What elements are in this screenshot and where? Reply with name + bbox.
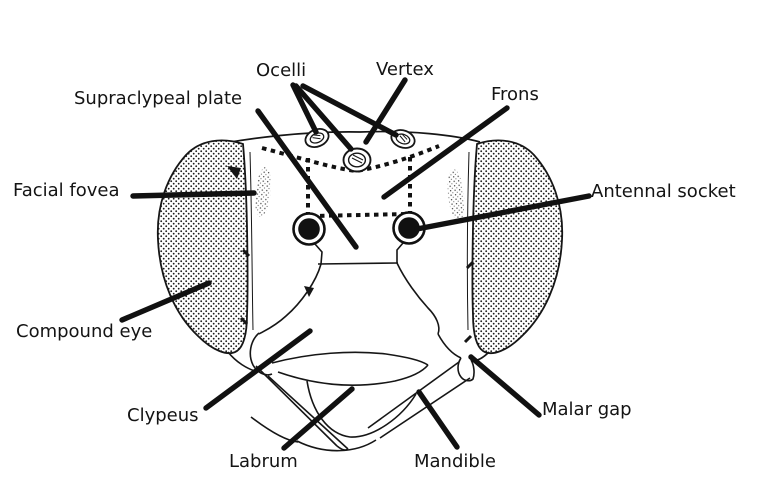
dashed-boundary-lines <box>261 144 440 218</box>
eye-inner-margins <box>239 151 475 344</box>
leader-vertex <box>363 77 408 145</box>
antennal-socket-left <box>292 212 326 246</box>
label-frons: Frons <box>491 84 539 105</box>
label-mandible: Mandible <box>414 451 496 472</box>
facial-fovea-right <box>447 169 465 221</box>
label-clypeus: Clypeus <box>127 405 199 426</box>
label-antennal-socket: Antennal socket <box>591 181 736 202</box>
label-supraclypeal-plate: Supraclypeal plate <box>74 88 243 109</box>
label-facial-fovea: Facial fovea <box>13 180 120 201</box>
ocellus-middle <box>342 147 372 173</box>
fovea-pointer-arrow <box>227 166 241 179</box>
compound-eye-right-shape <box>471 139 564 355</box>
label-vertex: Vertex <box>376 59 434 80</box>
label-ocelli: Ocelli <box>256 60 307 81</box>
leader-compound-eye <box>119 280 212 323</box>
label-labrum: Labrum <box>229 451 298 472</box>
lower-face-outline <box>227 242 490 452</box>
antennal-socket-right <box>392 211 426 245</box>
leader-mandible <box>416 389 460 450</box>
head-capsule-outline <box>199 130 481 149</box>
leader-malar-gap <box>468 354 542 418</box>
leader-frons <box>381 105 510 200</box>
leader-supraclypeal-plate <box>255 108 359 250</box>
leader-lines <box>119 77 592 451</box>
leader-labrum <box>281 386 355 451</box>
facial-fovea-left <box>255 167 271 217</box>
leader-ocelli-middle <box>293 83 354 152</box>
leader-antennal-socket <box>414 193 592 232</box>
leader-ocelli-left <box>290 82 319 135</box>
leader-clypeus <box>203 328 313 411</box>
leader-ocelli-right <box>300 83 399 138</box>
label-compound-eye: Compound eye <box>16 321 153 342</box>
ocellus-left <box>304 128 330 148</box>
suture-pointer-arrow <box>304 286 314 297</box>
leader-facial-fovea <box>130 190 257 199</box>
label-malar-gap: Malar gap <box>542 399 632 420</box>
